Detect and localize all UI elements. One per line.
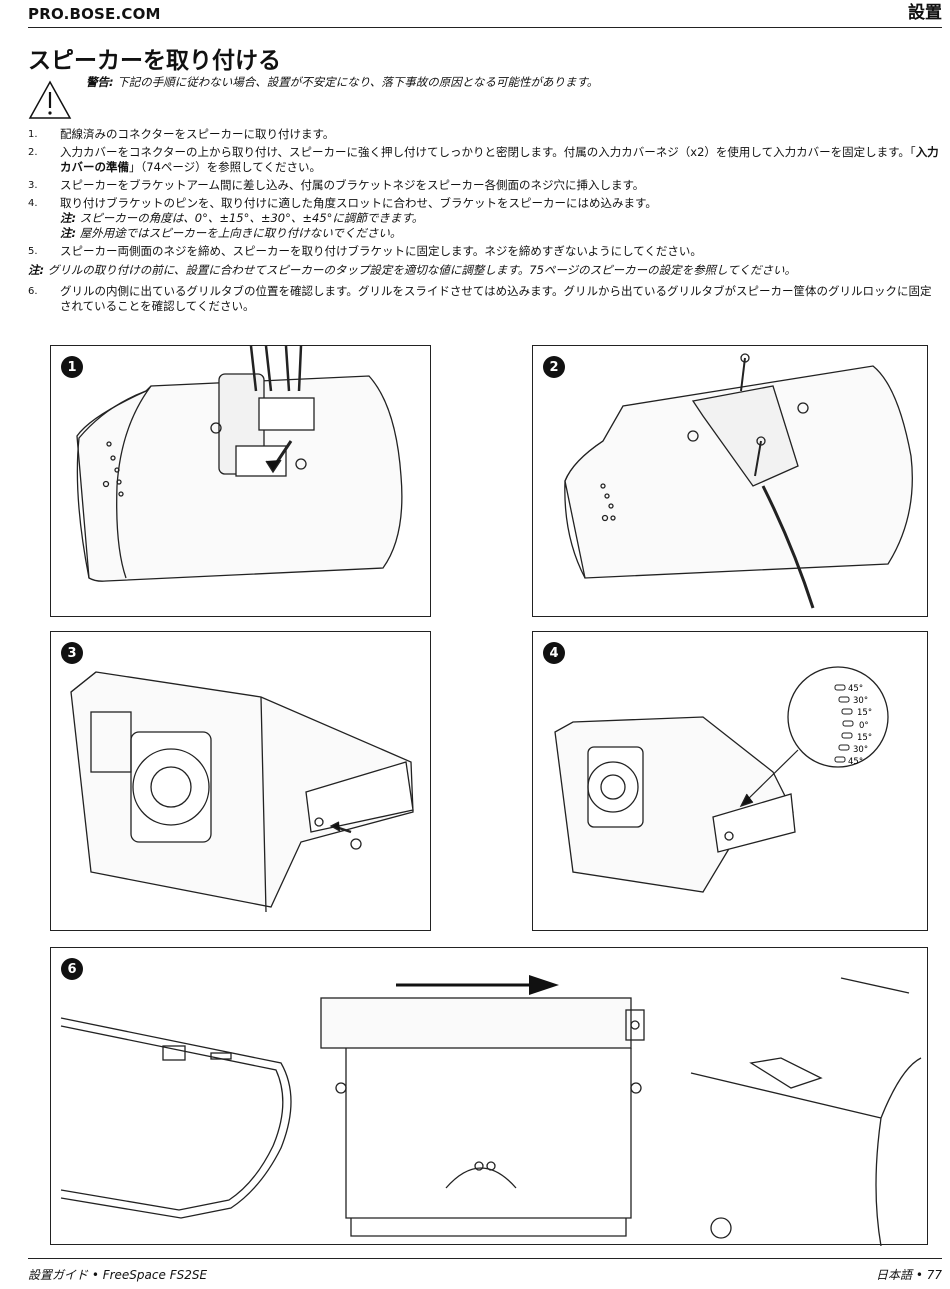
step-number: 4. [28, 198, 38, 209]
figure-2-panel: 2 [532, 345, 928, 617]
step-1: 1. 配線済みのコネクターをスピーカーに取り付けます。 [28, 127, 940, 142]
instruction-steps: 1. 配線済みのコネクターをスピーカーに取り付けます。 2. 入力カバーをコネク… [28, 127, 940, 317]
step-number: 3. [28, 180, 38, 191]
note-label: 注: [60, 211, 77, 225]
page-title: スピーカーを取り付ける [28, 48, 281, 74]
angle-labels: 45° 30° 15° 0° 15° 30° 45° [834, 684, 872, 767]
warning-text: 警告: 下記の手順に従わない場合、設置が不安定になり、落下事故の原因となる可能性… [86, 74, 598, 90]
angle-label: 45° [848, 684, 863, 694]
footer-page-number: 日本語 • 77 [876, 1267, 942, 1282]
figure-number-badge: 2 [543, 356, 565, 378]
angle-label: 30° [853, 745, 868, 755]
footer-guide-title: 設置ガイド • FreeSpace FS2SE [28, 1267, 208, 1282]
input-cover-illustration [564, 353, 913, 609]
step-text-part: 」（74ページ）を参照してください。 [129, 160, 321, 174]
step-text: 入力カバーをコネクターの上から取り付け、スピーカーに強く押し付けてしっかりと密閉… [60, 145, 940, 175]
page-header: PRO.BOSE.COM 設置 [28, 0, 942, 28]
angle-label: 15° [857, 708, 872, 718]
angle-label: 30° [853, 696, 868, 706]
figure-number-badge: 4 [543, 642, 565, 664]
arrow-right-icon [529, 975, 559, 995]
step-text: グリルの内側に出ているグリルタブの位置を確認します。グリルをスライドさせてはめ込… [60, 284, 932, 313]
warning-body: 下記の手順に従わない場合、設置が不安定になり、落下事故の原因となる可能性がありま… [113, 75, 599, 89]
step-number: 2. [28, 147, 38, 158]
note-label: 注: [28, 263, 45, 277]
outdoor-note: 注: 屋外用途ではスピーカーを上向きに取り付けないでください。 [60, 226, 940, 241]
grille-install-illustration [60, 975, 922, 1246]
figure-number-badge: 3 [61, 642, 83, 664]
page-footer: 設置ガイド • FreeSpace FS2SE 日本語 • 77 [28, 1258, 942, 1289]
angle-label: 45° [848, 757, 863, 767]
step-text: 取り付けブラケットのピンを、取り付けに適した角度スロットに合わせ、ブラケットをス… [60, 196, 940, 241]
step-5: 5. スピーカー両側面のネジを締め、スピーカーを取り付けブラケットに固定します。… [28, 244, 940, 259]
step-number: 5. [28, 246, 38, 257]
figure-6-panel: 6 [50, 947, 928, 1246]
step-link-text: 入力カバーの準備 [60, 145, 939, 174]
step-2: 2. 入力カバーをコネクターの上から取り付け、スピーカーに強く押し付けてしっかり… [28, 145, 940, 175]
angle-adjust-illustration: 45° 30° 15° 0° 15° 30° 45° [554, 666, 889, 893]
angle-note: 注: スピーカーの角度は、0°、±15°、±30°、±45°に調節できます。 [60, 211, 940, 226]
figure-1-panel: 1 [50, 345, 431, 617]
step-text: スピーカーをブラケットアーム間に差し込み、付属のブラケットネジをスピーカー各側面… [60, 178, 645, 192]
step-6: 6. グリルの内側に出ているグリルタブの位置を確認します。グリルをスライドさせて… [28, 284, 940, 314]
note-text: グリルの取り付けの前に、設置に合わせてスピーカーのタップ設定を適切な値に調整しま… [44, 263, 796, 277]
step-4: 4. 取り付けブラケットのピンを、取り付けに適した角度スロットに合わせ、ブラケッ… [28, 196, 940, 241]
note-text: スピーカーの角度は、0°、±15°、±30°、±45°に調節できます。 [76, 211, 424, 225]
note-label: 注: [60, 226, 77, 240]
angle-label: 15° [857, 733, 872, 743]
figure-number-badge: 1 [61, 356, 83, 378]
warning-triangle-icon [28, 80, 72, 119]
connector-illustration [76, 346, 403, 582]
step-number: 1. [28, 129, 38, 140]
note-text: 屋外用途ではスピーカーを上向きに取り付けないでください。 [76, 226, 402, 240]
bracket-screw-illustration [70, 671, 414, 913]
step-number: 6. [28, 286, 38, 297]
step-3: 3. スピーカーをブラケットアーム間に差し込み、付属のブラケットネジをスピーカー… [28, 178, 940, 193]
figure-number-badge: 6 [61, 958, 83, 980]
angle-label: 0° [859, 721, 869, 731]
tap-setting-note: 注: グリルの取り付けの前に、設置に合わせてスピーカーのタップ設定を適切な値に調… [28, 263, 940, 278]
figure-3-panel: 3 [50, 631, 431, 931]
warning-label: 警告: [86, 75, 114, 89]
section-title: 設置 [908, 3, 942, 23]
step-text-part: 入力カバーをコネクターの上から取り付け、スピーカーに強く押し付けてしっかりと密閉… [60, 145, 916, 159]
step-text-part: 取り付けブラケットのピンを、取り付けに適した角度スロットに合わせ、ブラケットをス… [60, 196, 657, 210]
site-url: PRO.BOSE.COM [28, 5, 161, 23]
figure-4-panel: 45° 30° 15° 0° 15° 30° 45° 4 [532, 631, 928, 931]
step-text: 配線済みのコネクターをスピーカーに取り付けます。 [60, 127, 335, 141]
step-text: スピーカー両側面のネジを締め、スピーカーを取り付けブラケットに固定します。ネジを… [60, 244, 702, 258]
